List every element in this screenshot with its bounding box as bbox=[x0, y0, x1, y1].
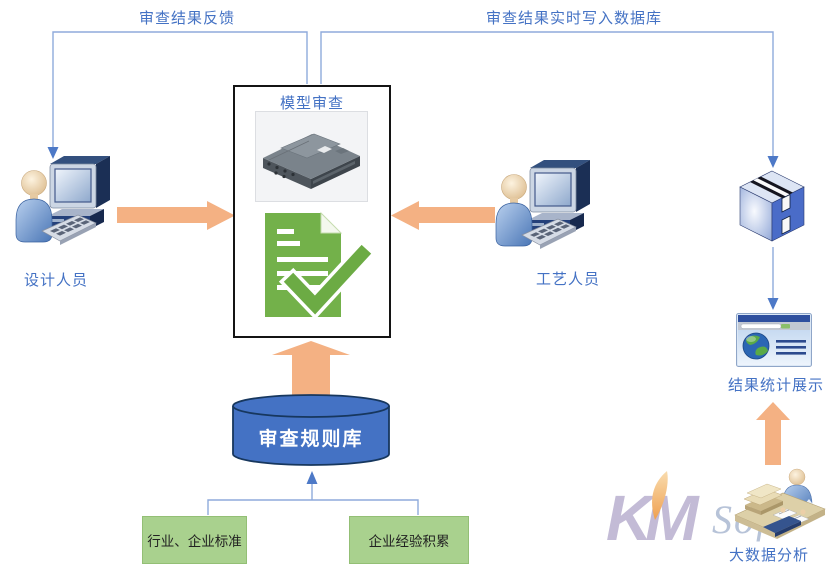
software-cube-icon bbox=[739, 170, 805, 242]
browser-stats-icon bbox=[736, 313, 812, 367]
industry-standards-label: 行业、企业标准 bbox=[147, 534, 242, 549]
sources-bracket bbox=[207, 499, 419, 515]
watermark-km-text: KM bbox=[606, 482, 698, 554]
designer-label: 设计人员 bbox=[23, 272, 89, 289]
watermark-flame-icon bbox=[652, 471, 668, 520]
stats-display-label: 结果统计展示 bbox=[727, 377, 825, 394]
industry-standards-box: 行业、企业标准 bbox=[142, 516, 247, 564]
write-db-line bbox=[320, 31, 774, 157]
enterprise-experience-box: 企业经验积累 bbox=[349, 516, 469, 564]
feedback-label: 审查结果反馈 bbox=[138, 10, 236, 27]
arrow-rulebase-to-review bbox=[272, 341, 350, 396]
bigdata-desk-icon bbox=[734, 468, 826, 539]
rule-base-cylinder bbox=[232, 394, 390, 466]
arrow-designer-to-review bbox=[117, 201, 235, 230]
big-data-label: 大数据分析 bbox=[728, 547, 810, 564]
bracket-arrowhead bbox=[306, 471, 318, 484]
cube-to-browser-arrowhead bbox=[767, 298, 779, 310]
enterprise-experience-label: 企业经验积累 bbox=[368, 534, 450, 549]
arrow-engineer-to-review bbox=[391, 201, 495, 230]
write-db-arrowhead bbox=[767, 156, 779, 168]
designer-computer-icon bbox=[15, 156, 110, 245]
feedback-arrowhead bbox=[47, 147, 59, 159]
approved-document-icon bbox=[265, 211, 374, 320]
cad-model-image bbox=[255, 111, 368, 202]
feedback-line bbox=[52, 31, 308, 148]
engineer-computer-icon bbox=[495, 160, 590, 249]
arrow-bigdata-to-stats bbox=[756, 402, 790, 465]
model-review-box: 模型审查 bbox=[233, 85, 391, 338]
rule-base-label: 审查规则库 bbox=[258, 429, 364, 450]
model-review-title: 模型审查 bbox=[279, 95, 344, 112]
write-db-label: 审查结果实时写入数据库 bbox=[485, 10, 663, 27]
process-engineer-label: 工艺人员 bbox=[535, 271, 601, 288]
